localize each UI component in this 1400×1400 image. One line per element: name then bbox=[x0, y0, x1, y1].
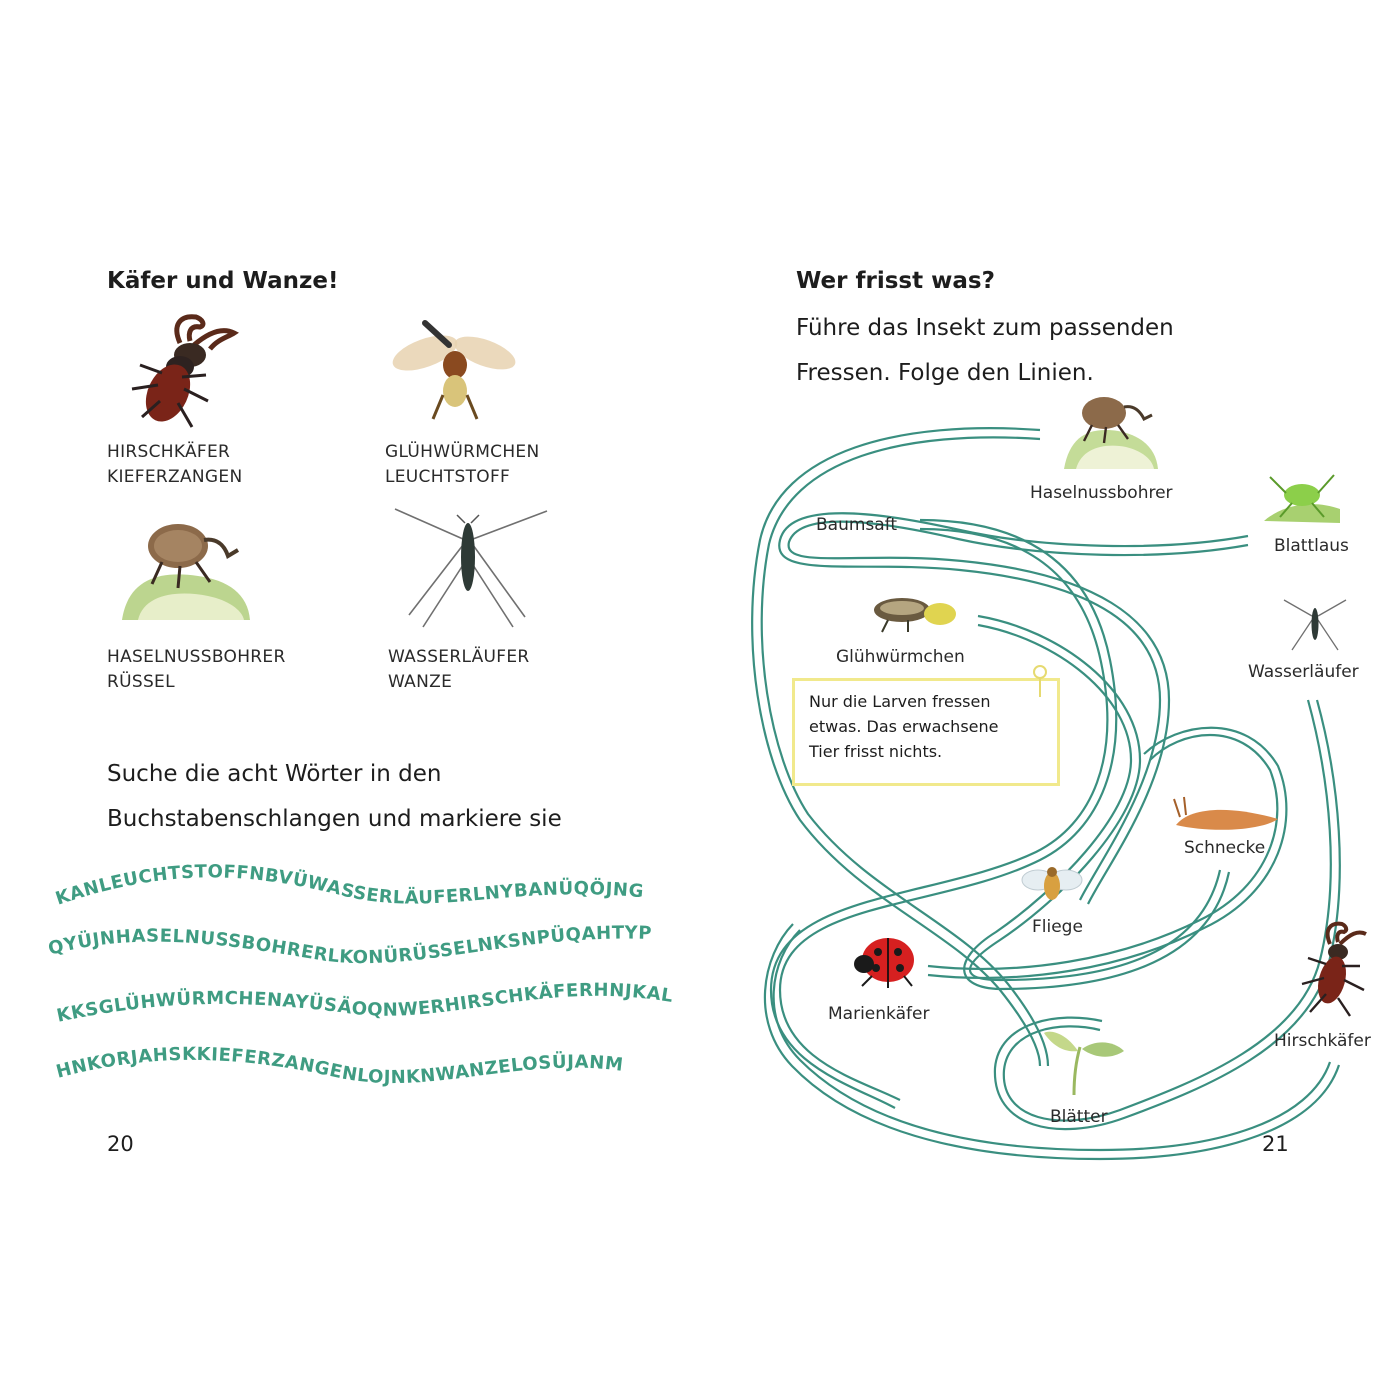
fly-icon bbox=[1021, 867, 1083, 900]
ladybug-icon bbox=[854, 938, 914, 988]
maze-instruction: Führe das Insekt zum passenden Fressen. … bbox=[796, 306, 1174, 396]
aphid-icon bbox=[1264, 474, 1340, 523]
label-wasserlaeufer: Wasserläufer bbox=[1248, 662, 1359, 682]
page-number-left: 20 bbox=[107, 1132, 134, 1156]
firefly-icon bbox=[392, 320, 516, 420]
note-line: etwas. Das erwachsene bbox=[809, 717, 999, 736]
pin-icon bbox=[1033, 665, 1047, 697]
instruction-line: Führe das Insekt zum passenden bbox=[796, 315, 1174, 341]
label-marienkaefer: Marienkäfer bbox=[828, 1004, 930, 1024]
instruction-line: Buchstabenschlangen und markiere sie bbox=[107, 806, 562, 832]
label-haselnussbohrer: Haselnussbohrer bbox=[1030, 483, 1173, 503]
card-feature: KIEFERZANGEN bbox=[107, 467, 243, 487]
note-line: Nur die Larven fressen bbox=[809, 692, 991, 711]
instruction-line: Suche die acht Wörter in den bbox=[107, 761, 442, 787]
stag-beetle-icon bbox=[131, 314, 239, 428]
water-strider-icon bbox=[1283, 599, 1347, 651]
card-feature: RÜSSEL bbox=[107, 672, 175, 692]
weevil-icon bbox=[1064, 397, 1158, 469]
card-name: HIRSCHKÄFER bbox=[107, 442, 231, 462]
label-blaetter: Blätter bbox=[1050, 1107, 1108, 1127]
card-firefly: GLÜHWÜRMCHEN LEUCHTSTOFF bbox=[385, 440, 539, 490]
note-box: Nur die Larven fressen etwas. Das erwach… bbox=[792, 678, 1060, 786]
card-feature: LEUCHTSTOFF bbox=[385, 467, 511, 487]
sprout-icon bbox=[1044, 1031, 1124, 1095]
word-search-instruction: Suche die acht Wörter in den Buchstabens… bbox=[107, 752, 562, 842]
slug-icon bbox=[1173, 796, 1278, 830]
label-schnecke: Schnecke bbox=[1184, 838, 1266, 858]
card-name: WASSERLÄUFER bbox=[388, 647, 530, 667]
card-name: HASELNUSSBOHRER bbox=[107, 647, 286, 667]
card-name: GLÜHWÜRMCHEN bbox=[385, 442, 540, 462]
card-stag-beetle: HIRSCHKÄFER KIEFERZANGEN bbox=[107, 440, 242, 490]
firefly-icon bbox=[874, 598, 956, 633]
label-gluehwuermchen: Glühwürmchen bbox=[836, 647, 965, 667]
instruction-line: Fressen. Folge den Linien. bbox=[796, 360, 1094, 386]
note-line: Tier frisst nichts. bbox=[809, 742, 943, 761]
label-fliege: Fliege bbox=[1032, 917, 1083, 937]
label-baumsaft: Baumsaft bbox=[816, 515, 898, 535]
page-number-right: 21 bbox=[1262, 1132, 1289, 1156]
stag-beetle-icon bbox=[1301, 921, 1367, 1017]
card-feature: WANZE bbox=[388, 672, 453, 692]
card-weevil: HASELNUSSBOHRER RÜSSEL bbox=[107, 645, 286, 695]
left-page-title: Käfer und Wanze! bbox=[107, 268, 339, 294]
water-strider-icon bbox=[394, 508, 548, 628]
label-hirschkaefer: Hirschkäfer bbox=[1274, 1031, 1371, 1051]
label-blattlaus: Blattlaus bbox=[1274, 536, 1349, 556]
weevil-icon bbox=[122, 524, 250, 620]
card-water-strider: WASSERLÄUFER WANZE bbox=[388, 645, 530, 695]
right-page-title: Wer frisst was? bbox=[796, 268, 995, 294]
